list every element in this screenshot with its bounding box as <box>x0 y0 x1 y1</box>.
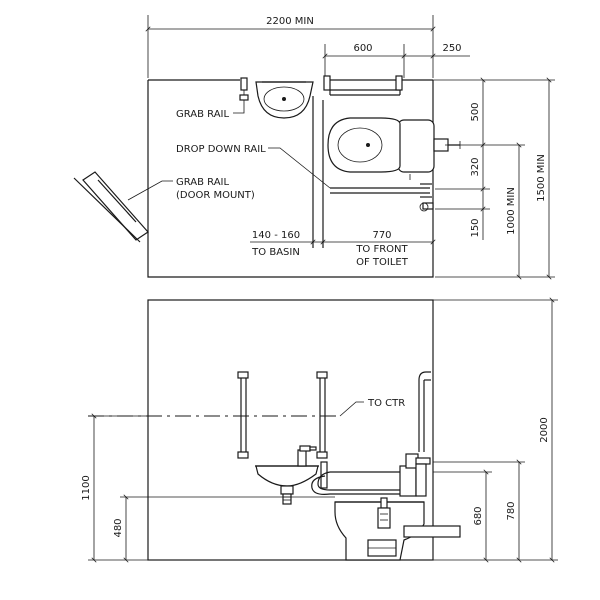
dim-250-label: 250 <box>442 43 461 54</box>
dim-of-toilet-label: OF TOILET <box>356 257 409 268</box>
dim-150-label: 150 <box>470 218 481 237</box>
dim-780-label: 780 <box>506 501 517 520</box>
plan-wall-fittings <box>409 174 434 212</box>
plan-bracket <box>239 77 249 101</box>
dim-to-basin-label: TO BASIN <box>251 247 300 258</box>
elev-toilet <box>334 497 461 561</box>
dim-1000-label: 1000 MIN <box>506 187 517 235</box>
elev-vertical-rail-1 <box>237 371 249 459</box>
plan-toilet <box>327 117 461 173</box>
dim-480-label: 480 <box>113 518 124 537</box>
dim-600-label: 600 <box>353 43 372 54</box>
plan-room-outline <box>147 80 434 278</box>
elev-drop-down-rail <box>311 453 431 497</box>
dim-770-label: 770 <box>372 230 391 241</box>
plan-view: 2200 MIN 600 250 GRAB RAIL <box>73 15 555 280</box>
plan-door-grab-rail <box>73 171 149 243</box>
dim-2000-label: 2000 <box>539 417 550 442</box>
dim-2200-width: 2200 MIN <box>145 15 436 78</box>
elev-wall-rail-right <box>418 371 431 452</box>
label-grab-rail-door-2: (DOOR MOUNT) <box>176 190 255 201</box>
dim-140-160-label: 140 - 160 <box>252 230 300 241</box>
dim-320-label: 320 <box>470 157 481 176</box>
dim-500-label: 500 <box>470 102 481 121</box>
elevation-view: TO CTR <box>81 297 558 563</box>
label-grab-rail: GRAB RAIL <box>176 109 230 120</box>
plan-basin <box>255 81 314 119</box>
elevation-room-outline <box>147 299 434 561</box>
dim-600-250: 600 250 <box>322 43 470 78</box>
dim-680-label: 680 <box>473 506 484 525</box>
elev-basin <box>255 445 328 505</box>
label-grab-rail-door-1: GRAB RAIL <box>176 177 230 188</box>
plan-grab-rail-top <box>323 75 403 96</box>
elev-vertical-rail-2 <box>316 371 328 459</box>
dim-right-elevation: 680 780 2000 <box>433 297 558 563</box>
dim-140-770: 140 - 160 TO BASIN 770 TO FRONT OF TOILE… <box>250 230 433 268</box>
dim-right-plan: 500 320 150 1000 MIN 1500 MIN <box>433 77 555 280</box>
dim-left-elevation: 1100 480 <box>81 413 335 563</box>
label-drop-down-rail: DROP DOWN RAIL <box>176 144 266 155</box>
dim-2200-label: 2200 MIN <box>266 16 314 27</box>
dim-to-front-label: TO FRONT <box>355 244 408 255</box>
label-to-ctr: TO CTR <box>367 398 405 409</box>
dim-1500-label: 1500 MIN <box>536 154 547 202</box>
dim-1100-label: 1100 <box>81 475 92 500</box>
